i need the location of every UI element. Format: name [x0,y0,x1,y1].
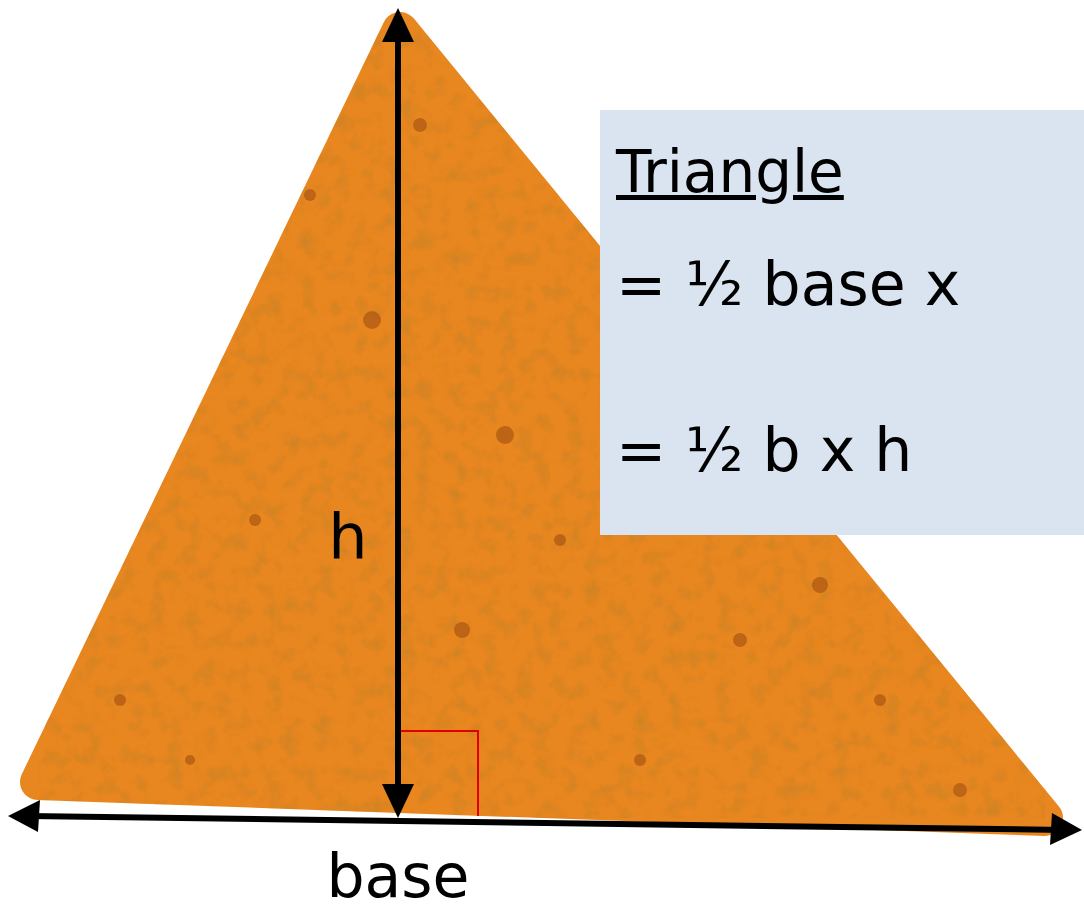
arrow-head [382,8,414,42]
base-label: base [326,840,469,912]
formula-line: = ½ b x h [616,414,912,486]
base-line [28,816,1066,830]
height-label: h [328,500,367,574]
arrow-head [1050,813,1082,845]
formula-box: Triangle = ½ base x = ½ b x h [600,110,1084,535]
arrow-head [8,800,40,832]
height-line [395,30,401,798]
right-angle-mark [398,731,478,816]
formula-heading: Triangle [616,138,844,208]
arrow-head [382,784,414,818]
formula-line: = ½ base x [616,248,960,320]
